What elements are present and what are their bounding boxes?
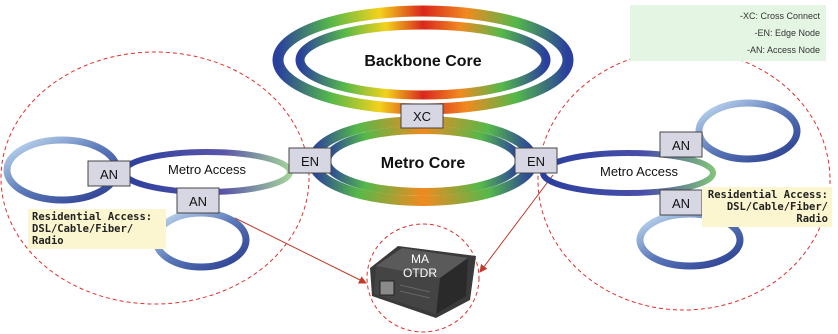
svg-text:AN: AN <box>189 194 207 209</box>
svg-text:XC: XC <box>413 109 431 124</box>
node-en-left: EN <box>288 147 332 174</box>
legend-an: -AN: Access Node <box>746 45 820 55</box>
legend-en: -EN: Edge Node <box>754 28 820 38</box>
svg-text:AN: AN <box>100 167 118 182</box>
residential-access-left: Residential Access: DSL/Cable/Fiber/ Rad… <box>28 209 166 249</box>
left-region-outline <box>0 51 310 305</box>
arrow-right-to-device <box>479 174 554 273</box>
arrow-left-to-device <box>234 217 367 284</box>
device-label-line2: OTDR <box>403 266 437 280</box>
legend: -XC: Cross Connect -EN: Edge Node -AN: A… <box>630 5 826 61</box>
access-ring-right-top <box>695 99 801 163</box>
right-region-outline <box>537 49 831 311</box>
metro-core-label: Metro Core <box>381 155 466 172</box>
device-label-line1: MA <box>411 252 429 266</box>
metro-access-right-label: Metro Access <box>600 164 679 179</box>
node-xc: XC <box>400 103 444 129</box>
device-region-outline <box>366 223 480 333</box>
svg-text:AN: AN <box>672 138 690 153</box>
ma-otdr-device: MA OTDR <box>370 246 476 318</box>
access-ring-left-bottom <box>152 209 250 271</box>
svg-text:EN: EN <box>527 154 545 169</box>
svg-text:EN: EN <box>301 154 319 169</box>
residential-access-right: Residential Access: DSL/Cable/Fiber/ Rad… <box>702 187 832 227</box>
metro-access-left-label: Metro Access <box>168 162 247 177</box>
node-an-right-top: AN <box>659 131 703 158</box>
backbone-core-label: Backbone Core <box>364 53 481 70</box>
svg-text:AN: AN <box>672 196 690 211</box>
legend-xc: -XC: Cross Connect <box>739 11 820 21</box>
node-an-right-bottom: AN <box>659 189 703 216</box>
node-an-left-bottom: AN <box>176 187 220 214</box>
node-an-left-top: AN <box>87 160 131 187</box>
node-en-right: EN <box>514 147 558 174</box>
